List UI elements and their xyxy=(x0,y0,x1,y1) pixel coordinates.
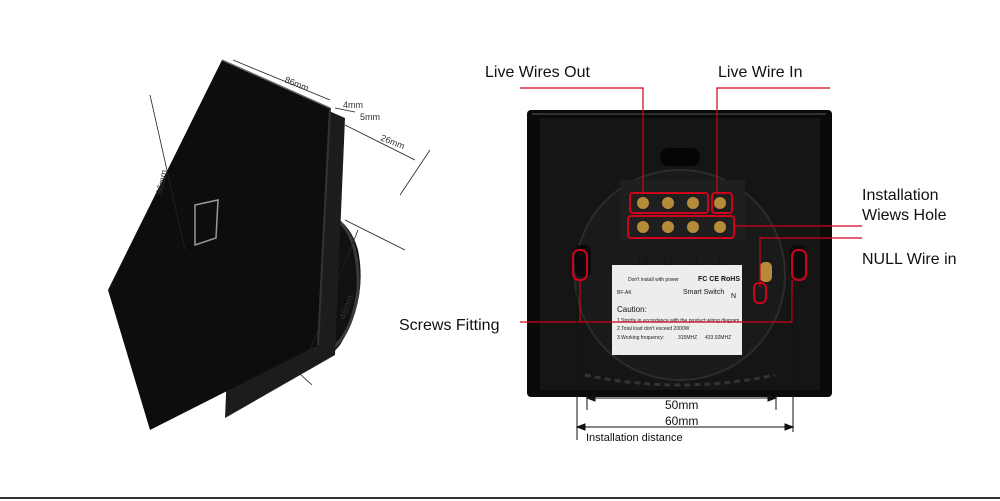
terminal-screw xyxy=(637,197,649,209)
sticker-product: Smart Switch xyxy=(683,289,724,296)
width-dimension-line xyxy=(232,59,331,101)
bottom-grip xyxy=(584,373,776,387)
live-wire-in-box xyxy=(711,192,733,214)
inner-arrow-left xyxy=(585,394,596,402)
depth-dimension-end-top xyxy=(344,219,406,251)
inner-arrow-right xyxy=(767,394,778,402)
terminal-screw xyxy=(687,221,699,233)
neutral-label: N xyxy=(731,293,736,300)
terminal-label-l: L xyxy=(718,257,723,267)
live-wires-out-leader xyxy=(520,87,644,193)
live-wire-in-leader xyxy=(716,87,830,193)
height-dimension-line xyxy=(149,94,186,251)
installation-distance-caption: Installation distance xyxy=(586,432,683,444)
glass-dimension-line xyxy=(334,107,356,113)
callout-leaders xyxy=(520,87,862,323)
terminal-screw xyxy=(662,221,674,233)
callout-installation-line1: Installation xyxy=(862,187,939,204)
sticker-model: BF-AK xyxy=(617,290,632,296)
sticker-line3: 3.Working frequency: xyxy=(617,335,664,341)
right-screw-hole xyxy=(790,245,806,277)
sticker-freq2: 433.92MHZ xyxy=(705,335,731,341)
body-dimension-line xyxy=(344,124,416,161)
side-view-illustration xyxy=(108,59,361,430)
terminal-screw xyxy=(714,221,726,233)
terminal-screws xyxy=(637,197,726,233)
sticker-marks: FC CE RoHS xyxy=(698,276,740,283)
sticker-warning: Don't install with power xyxy=(628,277,679,283)
side-dimension-lines xyxy=(149,59,431,386)
top-mount-slot xyxy=(660,148,700,166)
sticker-caution-title: Caution: xyxy=(617,305,647,314)
panel-edge-highlight xyxy=(221,59,331,109)
depth-dimension-end-bottom xyxy=(289,364,313,386)
sticker-line1: 1.Strictly in accordance with the produc… xyxy=(617,318,739,324)
live-wires-out-box xyxy=(629,192,709,214)
outer-arrow-right xyxy=(784,423,795,431)
gap-label: 5mm xyxy=(360,112,380,122)
inner-distance-label: 50mm xyxy=(665,398,698,412)
right-screw-box xyxy=(791,249,807,281)
glass-panel xyxy=(108,60,330,430)
glass-thickness-label: 4mm xyxy=(343,100,363,110)
null-wire-leader xyxy=(759,237,862,287)
body-dimension-end xyxy=(399,149,431,196)
callout-highlights xyxy=(572,192,807,304)
body-highlight xyxy=(329,213,360,352)
sticker-freq1: 315MHZ xyxy=(678,335,697,341)
product-sticker xyxy=(612,265,742,355)
terminal-label-l2: L2 xyxy=(663,257,673,267)
outer-distance-label: 60mm xyxy=(665,414,698,428)
terminal-screw xyxy=(687,197,699,209)
callout-null-wire-in: NULL Wire in xyxy=(862,251,957,268)
terminal-screw xyxy=(637,221,649,233)
outer-arrow-left xyxy=(575,423,586,431)
callout-screws-fitting: Screws Fitting xyxy=(399,317,499,334)
callout-live-wires-out: Live Wires Out xyxy=(485,64,590,81)
depth-dimension-line xyxy=(299,229,359,376)
sticker-line2: 2.Total load don't exceed 2000W xyxy=(617,326,690,332)
callout-installation-line2: Wiews Hole xyxy=(862,207,947,224)
terminal-screw xyxy=(662,197,674,209)
screws-fitting-leader xyxy=(520,280,793,323)
touch-key xyxy=(194,199,219,247)
installation-dimension-lines xyxy=(575,290,795,440)
panel-edge xyxy=(317,107,331,346)
terminal-row-box xyxy=(627,215,735,239)
terminal-label-l1: L1 xyxy=(689,257,699,267)
callout-live-wire-in: Live Wire In xyxy=(718,64,802,81)
terminal-label-l3: L3 xyxy=(638,257,648,267)
terminal-screw xyxy=(714,197,726,209)
view-hole xyxy=(760,262,772,282)
